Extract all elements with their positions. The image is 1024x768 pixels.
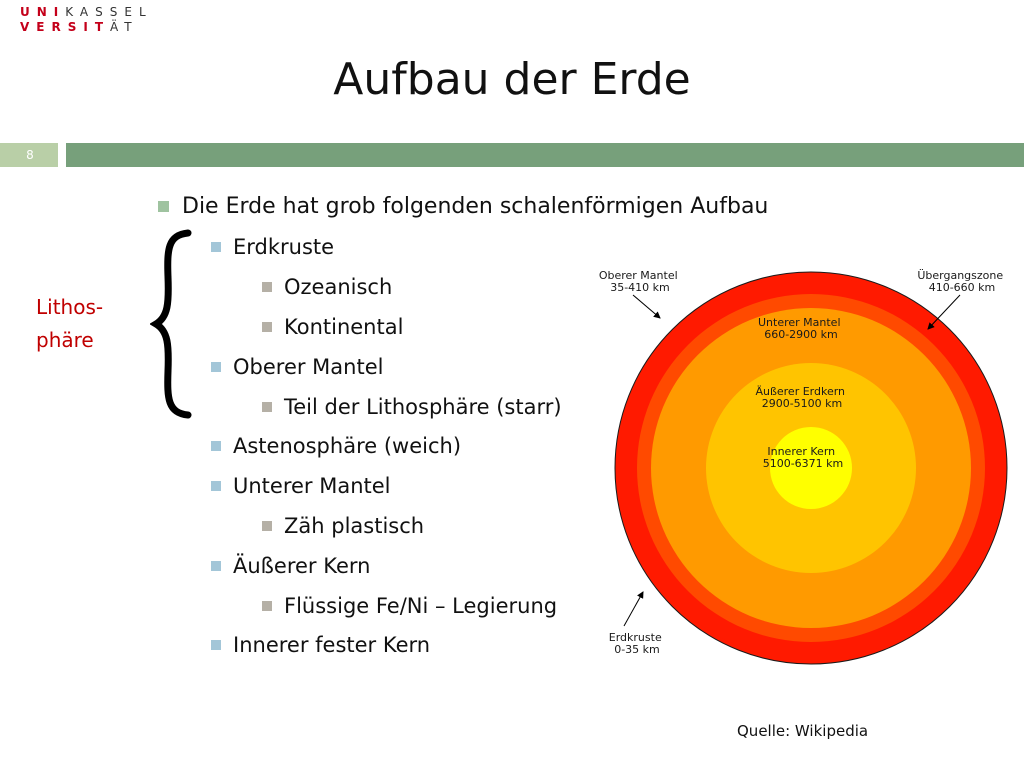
label-crust-depth: 0-35 km (614, 643, 660, 656)
bullet-text: Ozeanisch (284, 275, 393, 299)
bullet-item: Erdkruste (211, 235, 335, 259)
logo-text-uni: UNI (20, 5, 66, 19)
bullet-item: Unterer Mantel (211, 474, 391, 498)
bullet-text: Flüssige Fe/Ni – Legierung (284, 594, 558, 618)
logo-text-kassel: KASSEL (65, 5, 153, 19)
label-inner-core-depth: 5100-6371 km (763, 457, 844, 470)
bullet-square-icon (262, 322, 272, 332)
label-outer-core: Äußerer Erdkern 2900-5100 km (755, 385, 848, 410)
bullet-item: Teil der Lithosphäre (starr) (262, 395, 562, 419)
label-transition-zone-name: Übergangszone (917, 269, 1003, 282)
bullet-item: Kontinental (262, 315, 404, 339)
bullet-square-icon (158, 201, 169, 212)
bullet-item: Die Erde hat grob folgenden schalenförmi… (158, 194, 769, 219)
bullet-item: Innerer fester Kern (211, 633, 431, 657)
label-outer-core-name: Äußerer Erdkern (755, 385, 845, 398)
bullet-item: Oberer Mantel (211, 355, 384, 379)
label-inner-core-name: Innerer Kern (767, 445, 835, 458)
label-lower-mantle-name: Unterer Mantel (758, 316, 841, 329)
curly-brace-icon (150, 229, 192, 419)
bullet-square-icon (211, 640, 221, 650)
bullet-square-icon (211, 481, 221, 491)
label-transition-zone: Übergangszone 410-660 km (917, 269, 1006, 294)
header-bar (66, 143, 1024, 167)
label-lower-mantle: Unterer Mantel 660-2900 km (758, 316, 844, 341)
bullet-item: Äußerer Kern (211, 554, 371, 578)
bullet-square-icon (211, 242, 221, 252)
bullet-text: Äußerer Kern (233, 554, 371, 578)
label-upper-mantle: Oberer Mantel 35-410 km (599, 269, 681, 294)
lithosphere-label-line-2: phäre (36, 328, 94, 352)
logo-line-2: VERSITÄT (20, 20, 153, 35)
logo-text-versit: VERSIT (20, 20, 111, 34)
slide-number: 8 (26, 148, 34, 162)
bullet-item: Astenosphäre (weich) (211, 434, 462, 458)
arrow-crust (623, 591, 644, 627)
label-outer-core-depth: 2900-5100 km (762, 397, 843, 410)
lithosphere-label-line-1: Lithos- (36, 295, 104, 319)
earth-layers-diagram: Oberer Mantel 35-410 km Übergangszone 41… (599, 269, 1008, 665)
label-upper-mantle-depth: 35-410 km (610, 281, 670, 294)
label-inner-core: Innerer Kern 5100-6371 km (763, 445, 844, 470)
bullet-text: Zäh plastisch (284, 514, 425, 538)
logo-line-1: UNIKASSEL (20, 5, 153, 20)
bullet-text: Erdkruste (233, 235, 335, 259)
logo-text-at: ÄT (110, 20, 139, 34)
bullet-text: Astenosphäre (weich) (233, 434, 462, 458)
bullet-text: Kontinental (284, 315, 404, 339)
bullet-item: Ozeanisch (262, 275, 393, 299)
bullet-square-icon (211, 561, 221, 571)
bullet-square-icon (262, 282, 272, 292)
bullet-text: Die Erde hat grob folgenden schalenförmi… (182, 194, 769, 219)
bullet-item: Zäh plastisch (262, 514, 425, 538)
university-logo: UNIKASSEL VERSITÄT (20, 5, 153, 35)
source-citation: Quelle: Wikipedia (737, 722, 869, 740)
bullet-text: Teil der Lithosphäre (starr) (284, 395, 562, 419)
label-crust-name: Erdkruste (609, 631, 662, 644)
bullet-text: Oberer Mantel (233, 355, 384, 379)
label-lower-mantle-depth: 660-2900 km (764, 328, 838, 341)
lithosphere-label: Lithos- phäre (36, 291, 103, 357)
bullet-text: Innerer fester Kern (233, 633, 431, 657)
slide-number-box: 8 (0, 143, 58, 167)
inner-core-layer (770, 427, 852, 509)
bullet-square-icon (211, 441, 221, 451)
label-transition-zone-depth: 410-660 km (929, 281, 996, 294)
bullet-square-icon (262, 601, 272, 611)
bullet-text: Unterer Mantel (233, 474, 391, 498)
bullet-square-icon (262, 402, 272, 412)
slide-title: Aufbau der Erde (333, 54, 691, 105)
label-crust: Erdkruste 0-35 km (609, 631, 665, 656)
bullet-item: Flüssige Fe/Ni – Legierung (262, 594, 558, 618)
bullet-square-icon (262, 521, 272, 531)
arrow-transition-zone (927, 294, 961, 330)
label-upper-mantle-name: Oberer Mantel (599, 269, 678, 282)
bullet-square-icon (211, 362, 221, 372)
arrow-upper-mantle (632, 294, 661, 319)
